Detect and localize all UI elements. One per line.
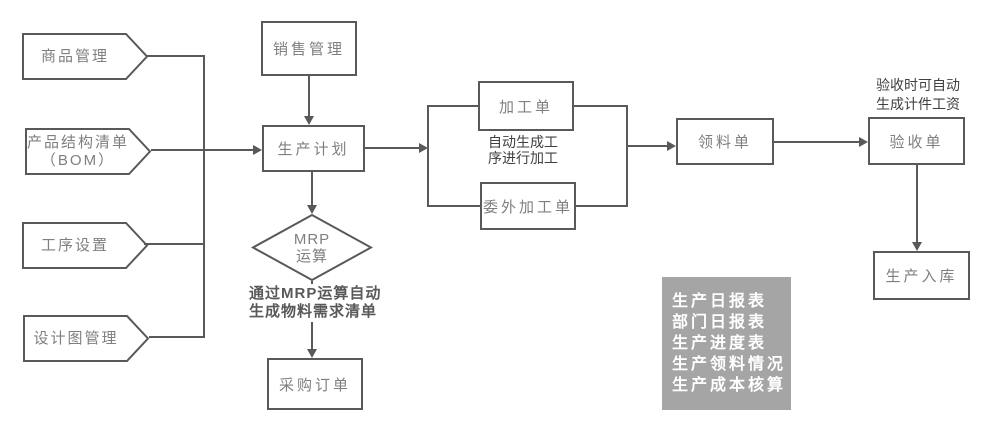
arrowhead-mrp-to-purchase-icon [307,349,317,358]
node-purchase-order: 采购订单 [267,358,363,410]
report-panel-item: 生产日报表 [672,293,768,310]
arrowhead-bracket-to-material-icon [667,141,676,151]
input-label-goods: 商品管理 [22,33,128,80]
report-panel: 生产日报表 部门日报表 生产进度表 生产领料情况 生产成本核算 [662,277,791,410]
input-label-design-text: 设计图管理 [33,329,119,347]
node-sales-management: 销售管理 [261,21,357,76]
report-panel-item: 生产进度表 [672,335,768,352]
arrowhead-into-plan-icon [253,145,262,155]
node-acceptance-label: 验收单 [889,133,944,151]
note-acceptance-line1: 验收时可自动 [876,77,960,93]
connector-left-bracket-bottom [427,205,480,207]
connector-right-bracket-bottom [576,205,628,207]
node-material-requisition: 领料单 [676,118,774,165]
arrowhead-material-to-acceptance-icon [859,137,868,147]
connector-design-stub [149,336,205,338]
pentagon-shape-icon [22,222,149,269]
connector-goods-stub [147,55,205,57]
note-mrp-line1: 通过MRP运算自动 [249,285,382,302]
note-acceptance-auto: 验收时可自动 生成计件工资 [876,76,960,114]
report-panel-item: 生产领料情况 [672,356,787,373]
connector-plan-to-mrp [311,172,313,205]
pentagon-shape-icon [22,33,149,80]
node-work-order-label: 加工单 [498,98,553,116]
input-label-goods-text: 商品管理 [40,47,109,65]
note-auto-process-line1: 自动生成工 [488,134,558,150]
connector-left-bracket-vertical [427,105,429,207]
input-label-bom-line1: 产品结构清单 [26,133,129,151]
diamond-shape-icon [250,213,374,282]
input-label-process-setup: 工序设置 [22,222,128,269]
input-label-design: 设计图管理 [23,315,129,362]
node-material-requisition-label: 领料单 [697,134,752,151]
connector-material-to-acceptance [774,141,859,143]
input-pentagon-design: 设计图管理 [23,315,150,362]
report-panel-item: 部门日报表 [672,314,768,331]
input-label-bom: 产品结构清单（BOM） [25,128,131,175]
node-production-warehousing: 生产入库 [873,251,970,300]
node-outsourced-order-label: 委外加工单 [482,198,573,216]
node-sales-management-label: 销售管理 [272,41,345,58]
note-mrp-auto: 通过MRP运算自动 生成物料需求清单 [247,284,384,322]
connector-sales-to-plan [308,76,310,117]
arrowhead-plan-to-mrp-icon [307,205,317,214]
connector-acceptance-to-warehouse [916,165,918,242]
node-outsourced-order: 委外加工单 [480,182,576,230]
note-auto-process-line2: 序进行加工 [488,150,558,166]
node-production-warehousing-label: 生产入库 [885,268,958,285]
node-mrp-label-line2: 运算 [295,247,328,265]
arrowhead-acceptance-to-warehouse-icon [912,242,922,251]
input-pentagon-bom: 产品结构清单（BOM） [25,128,152,175]
node-work-order: 加工单 [478,81,574,131]
node-mrp-label-line1: MRP [293,230,331,248]
note-mrp-line2: 生成物料需求清单 [249,303,378,320]
note-auto-process: 自动生成工 序进行加工 [477,134,569,166]
arrowhead-plan-to-bracket-icon [419,143,428,153]
pentagon-shape-icon [25,128,152,175]
arrowhead-sales-to-plan-icon [304,116,314,125]
input-label-bom-line2: （BOM） [40,151,116,169]
pentagon-shape-icon [23,315,150,362]
input-pentagon-goods: 商品管理 [22,33,149,80]
connector-bracket-to-material [628,145,667,147]
connector-bom-to-plan [151,149,254,151]
connector-process-stub [144,243,205,245]
report-panel-item: 生产成本核算 [672,377,787,394]
connector-plan-to-bracket [365,147,419,149]
node-production-plan-label: 生产计划 [277,141,350,158]
note-acceptance-line2: 生成计件工资 [876,96,960,112]
connector-right-bracket-top [574,105,628,107]
input-label-process-setup-text: 工序设置 [40,236,109,254]
connector-right-bracket-vertical [626,105,628,207]
connector-collector-vertical [203,55,205,338]
connector-left-bracket-top [427,105,478,107]
node-purchase-order-label: 采购订单 [278,376,351,394]
node-acceptance: 验收单 [868,117,965,165]
node-production-plan: 生产计划 [262,125,365,172]
input-pentagon-process-setup: 工序设置 [22,222,149,269]
